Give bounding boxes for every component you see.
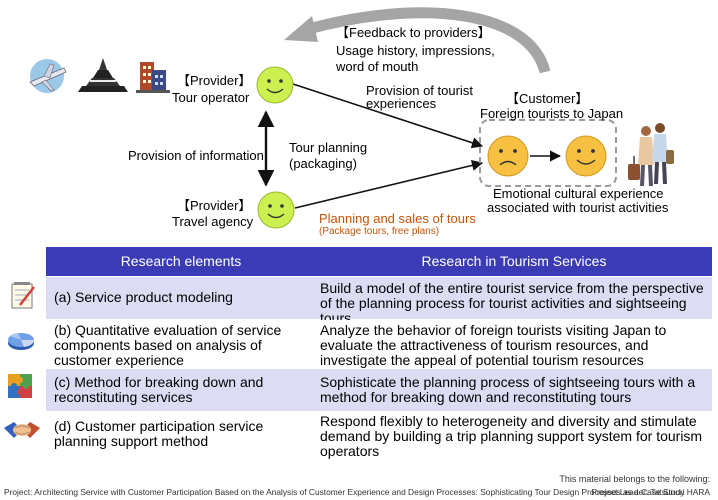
planning-sales-sub: (Package tours, free plans) — [319, 226, 440, 237]
customer-frown-face-icon — [487, 135, 529, 177]
tourists-icon — [628, 123, 674, 186]
emotional-line-1: Emotional cultural experience — [493, 186, 664, 201]
feedback-line-1: Usage history, impressions, — [336, 43, 495, 58]
feedback-arrow — [284, 7, 551, 74]
planning-sales-label: Planning and sales of tours — [319, 211, 476, 226]
tour-operator-smiley-icon — [256, 66, 294, 104]
row-b-research: Analyze the behavior of foreign tourists… — [320, 322, 667, 368]
customer-name: Foreign tourists to Japan — [480, 106, 624, 121]
header-research-elements: Research elements — [120, 253, 242, 269]
provision-experiences-line-1: Provision of tourist — [366, 83, 473, 98]
footer-leader: Project Leader: Tatsunori HARA — [591, 487, 710, 497]
provision-experiences-line-2: experiences — [366, 96, 437, 111]
temple-icon — [78, 58, 128, 92]
travel-agency-tag: 【Provider】 — [177, 198, 252, 213]
tour-operator-name: Tour operator — [172, 90, 250, 105]
header-research-tourism: Research in Tourism Services — [421, 253, 607, 269]
footer-ownership: This material belongs to the following: — [559, 474, 710, 484]
tour-operator-tag: 【Provider】 — [177, 73, 252, 88]
row-c-element: (c) Method for breaking down and reconst… — [54, 374, 264, 405]
provision-information-label: Provision of information — [128, 148, 264, 163]
table-row: (a) Service product modeling Build a mod… — [46, 277, 712, 326]
airplane-icon — [29, 59, 67, 93]
handshake-icon — [4, 422, 40, 438]
notepad-icon — [11, 282, 35, 309]
customer-tag: 【Customer】 — [506, 91, 589, 106]
table-row: (d) Customer participation service plann… — [46, 413, 712, 463]
row-a-research: Build a model of the entire tourist serv… — [320, 280, 704, 326]
emotional-line-2: associated with tourist activities — [487, 200, 669, 215]
table-row: (c) Method for breaking down and reconst… — [46, 369, 712, 411]
customer-smile-face-icon — [565, 135, 607, 177]
row-c-research: Sophisticate the planning process of sig… — [320, 374, 696, 405]
pie-chart-icon — [8, 333, 35, 350]
buildings-icon — [136, 62, 170, 93]
arrow-planning-sales — [294, 159, 484, 209]
row-a-element: (a) Service product modeling — [54, 289, 233, 305]
row-d-element: (d) Customer participation service plann… — [54, 418, 264, 449]
travel-agency-name: Travel agency — [172, 214, 254, 229]
footer-project: Project: Architecting Service with Custo… — [4, 487, 685, 497]
customer-box — [479, 119, 617, 187]
tour-planning-line-2: (packaging) — [289, 156, 357, 171]
row-b-element: (b) Quantitative evaluation of service c… — [54, 322, 282, 368]
feedback-title: 【Feedback to providers】 — [336, 25, 491, 40]
table-row: (b) Quantitative evaluation of service c… — [46, 320, 712, 368]
tour-planning-line-1: Tour planning — [289, 140, 368, 155]
table-header: Research elements Research in Tourism Se… — [46, 247, 712, 276]
row-d-research: Respond flexibly to heterogeneity and di… — [320, 413, 703, 459]
travel-agency-smiley-icon — [257, 191, 295, 229]
feedback-line-2: word of mouth — [336, 59, 419, 74]
arrow-provision-experiences — [292, 83, 484, 149]
puzzle-icon — [8, 374, 32, 398]
